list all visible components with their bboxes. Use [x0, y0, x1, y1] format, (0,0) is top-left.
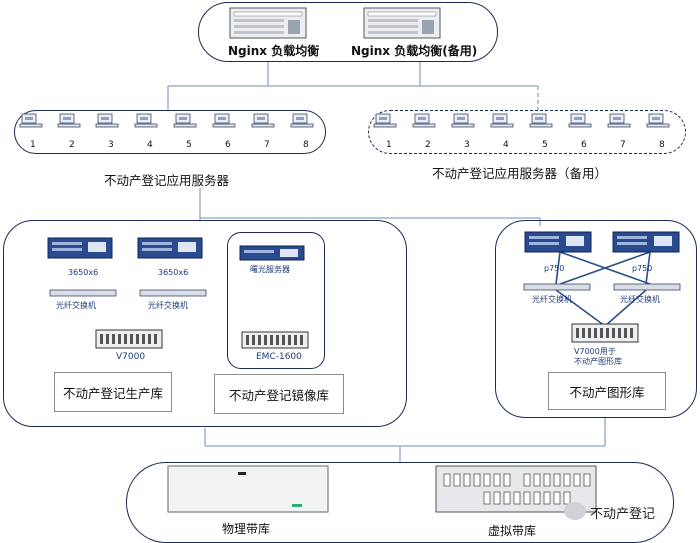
server-number: 1 [30, 140, 36, 150]
server-number: 7 [620, 140, 626, 150]
server-number: 2 [69, 140, 75, 150]
app-server-backup-label: 不动产登记应用服务器（备用） [432, 166, 608, 181]
virtual-tape-label: 虚拟带库 [488, 524, 537, 538]
server-number: 8 [659, 140, 665, 150]
switch-label: 光纤交换机 [620, 295, 660, 304]
server-number: 4 [147, 140, 153, 150]
production-db-label: 不动产登记生产库 [54, 372, 172, 412]
physical-tape-label: 物理带库 [222, 522, 271, 536]
watermark-text: 不动产登记 [590, 507, 656, 522]
mirror-db-label: 不动产登记镜像库 [214, 374, 344, 414]
server-number: 7 [264, 140, 270, 150]
server-label: 3650x6 [68, 268, 99, 277]
mirror-server-label: 曙光服务器 [250, 265, 290, 274]
server-number: 3 [464, 140, 470, 150]
server-number: 5 [542, 140, 548, 150]
server-number: 4 [503, 140, 509, 150]
switch-label: 光纤交换机 [532, 295, 572, 304]
lb-primary-label: Nginx 负载均衡 [228, 44, 320, 58]
lb-backup-label: Nginx 负载均衡(备用) [351, 44, 478, 58]
switch-label: 光纤交换机 [148, 301, 188, 310]
app-server-label: 不动产登记应用服务器 [104, 173, 230, 188]
server-number: 3 [108, 140, 114, 150]
server-label: p750 [544, 264, 565, 273]
server-number: 6 [581, 140, 587, 150]
graphics-group [495, 220, 697, 418]
server-label: 3650x6 [158, 268, 189, 277]
server-label: p750 [632, 264, 653, 273]
graphics-db-label: 不动产图形库 [548, 372, 666, 410]
server-number: 1 [386, 140, 392, 150]
server-number: 2 [425, 140, 431, 150]
mirror-subgroup [227, 232, 325, 369]
wechat-icon [564, 502, 586, 520]
mirror-storage-label: EMC-1600 [256, 352, 302, 362]
server-number: 5 [186, 140, 192, 150]
storage-label: V7000 [116, 352, 146, 362]
switch-label: 光纤交换机 [56, 301, 96, 310]
storage-label: 不动产图形库 [574, 357, 622, 366]
storage-label: V7000用于 [574, 347, 616, 356]
server-number: 6 [225, 140, 231, 150]
server-number: 8 [303, 140, 309, 150]
